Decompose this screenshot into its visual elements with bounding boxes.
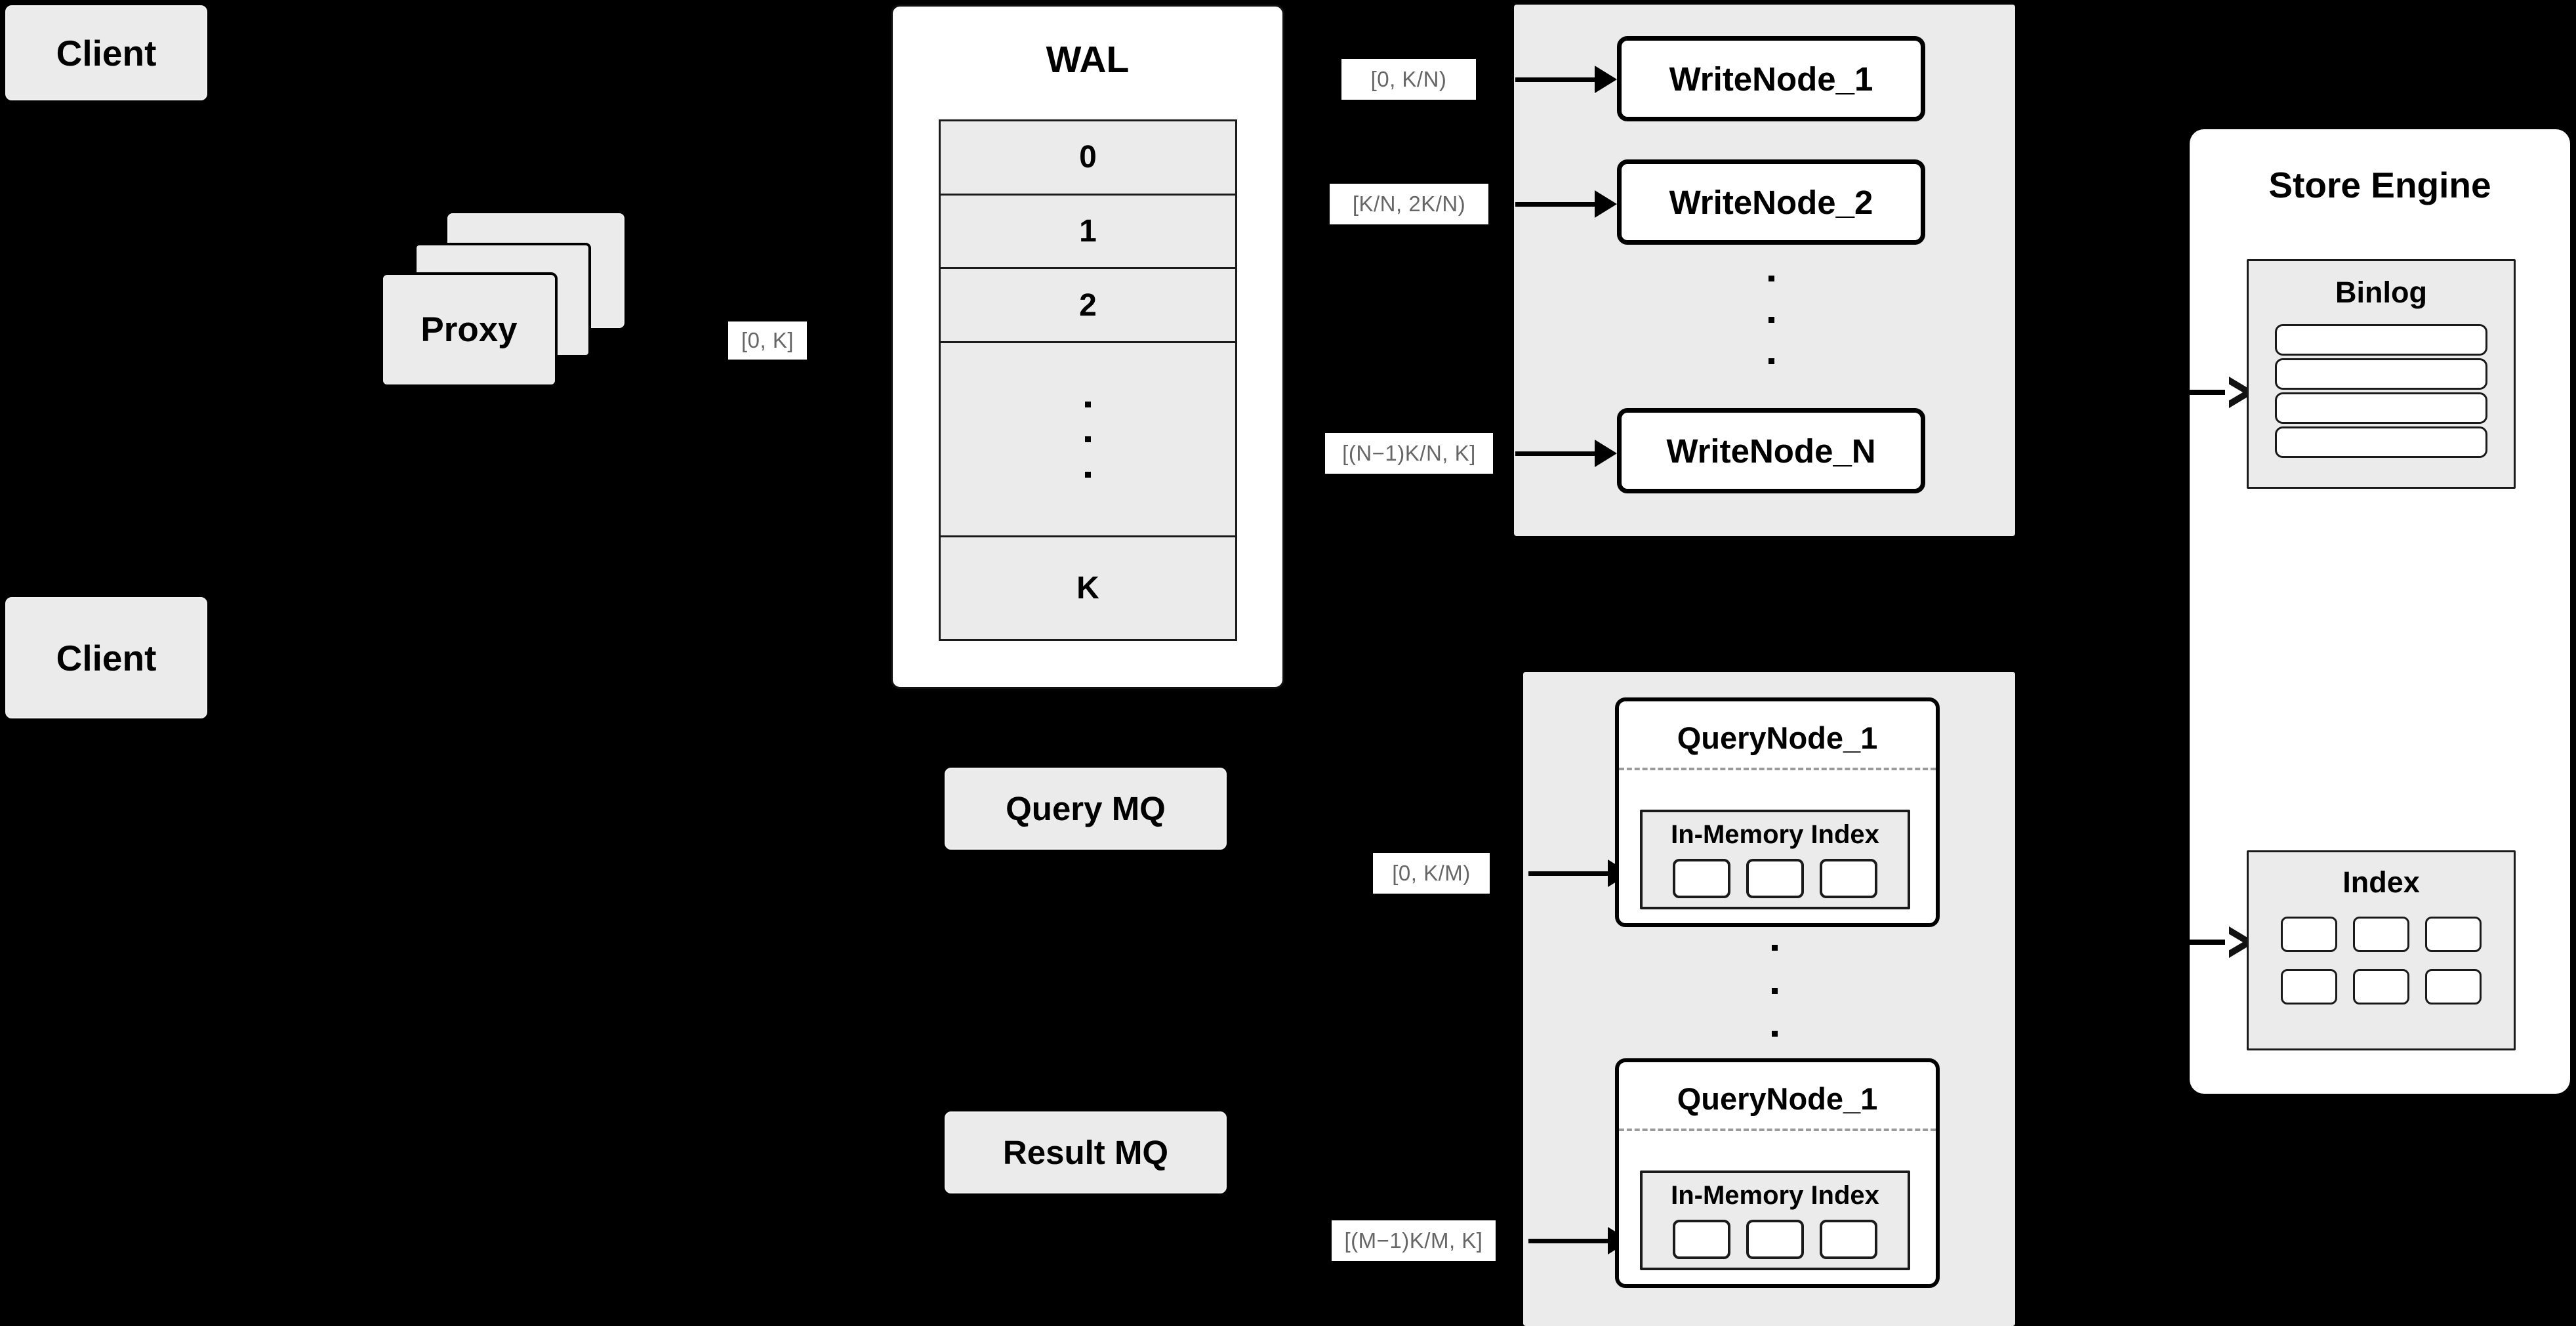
range-text: [(M−1)K/M, K]: [1344, 1228, 1483, 1253]
binlog-panel: Binlog: [2247, 259, 2516, 489]
index-entry: [2281, 917, 2337, 952]
index-title: Index: [2342, 865, 2420, 899]
write-node-1-range-label: [0, K/N): [1341, 59, 1476, 100]
wal-row: K: [941, 537, 1235, 639]
index-segment: [1673, 859, 1730, 898]
write-node-2[interactable]: WriteNode_2: [1617, 159, 1925, 245]
arrow-to-write-node-2: [1515, 190, 1617, 218]
range-text: [0, K]: [741, 328, 794, 352]
wal-row-value: 2: [1079, 287, 1097, 323]
index-entry: [2353, 969, 2409, 1005]
write-node-n-range-label: [(N−1)K/N, K]: [1325, 433, 1493, 474]
in-memory-index-1: In-Memory Index: [1640, 810, 1910, 909]
vertical-dots-icon: [1085, 401, 1091, 478]
wal-row: 1: [941, 196, 1235, 270]
write-node-label: WriteNode_1: [1669, 60, 1873, 98]
index-entry: [2281, 969, 2337, 1005]
wal-row: 2: [941, 269, 1235, 343]
arrow-to-index: [2178, 926, 2255, 958]
binlog-entry: [2275, 358, 2487, 390]
wal-title: WAL: [1046, 39, 1130, 81]
query-mq-box[interactable]: Query MQ: [945, 768, 1227, 850]
query-node-1-range-label: [0, K/M): [1373, 853, 1490, 894]
query-cluster-ellipsis-icon: [1771, 945, 1778, 1037]
binlog-entry: [2275, 392, 2487, 424]
query-node-2-range-label: [(M−1)K/M, K]: [1332, 1220, 1496, 1261]
proxy-box[interactable]: Proxy: [380, 272, 558, 387]
query-node-separator: [1619, 1129, 1936, 1131]
binlog-title: Binlog: [2335, 276, 2427, 309]
arrow-to-binlog: [2178, 377, 2255, 408]
write-node-label: WriteNode_2: [1669, 183, 1873, 221]
write-node-2-range-label: [K/N, 2K/N): [1330, 184, 1488, 224]
query-node-label: QueryNode_1: [1677, 720, 1878, 755]
client-box-2[interactable]: Client: [5, 597, 207, 718]
range-text: [(N−1)K/N, K]: [1342, 441, 1476, 465]
in-memory-index-label: In-Memory Index: [1671, 1181, 1879, 1210]
index-segment: [1820, 859, 1877, 898]
index-panel: Index: [2247, 850, 2516, 1050]
result-mq-label: Result MQ: [1002, 1134, 1169, 1171]
range-text: [K/N, 2K/N): [1352, 192, 1466, 216]
index-segment: [1746, 1220, 1804, 1259]
in-memory-index-2: In-Memory Index: [1640, 1171, 1910, 1270]
write-node-label: WriteNode_N: [1666, 432, 1876, 470]
index-entry: [2425, 969, 2482, 1005]
write-cluster-ellipsis-icon: [1768, 276, 1774, 364]
query-node-separator: [1619, 768, 1936, 770]
wal-row-ellipsis: [941, 343, 1235, 538]
wal-panel: WAL 0 1 2 K: [891, 5, 1284, 689]
range-text: [0, K/M): [1392, 861, 1471, 885]
binlog-entry: [2275, 426, 2487, 458]
wal-row-value: 0: [1079, 140, 1097, 175]
binlog-entry: [2275, 324, 2487, 356]
arrow-to-write-node-1: [1515, 66, 1617, 93]
index-segment: [1820, 1220, 1877, 1259]
range-text: [0, K/N): [1370, 67, 1447, 91]
arrow-to-write-node-n: [1515, 440, 1617, 467]
wal-row-value: 1: [1079, 213, 1097, 249]
store-engine-title: Store Engine: [2268, 165, 2491, 205]
client-label: Client: [56, 637, 157, 678]
write-node-1[interactable]: WriteNode_1: [1617, 36, 1925, 121]
index-entry: [2425, 917, 2482, 952]
proxy-label: Proxy: [420, 310, 518, 349]
index-segment: [1673, 1220, 1730, 1259]
client-box-1[interactable]: Client: [5, 5, 207, 100]
in-memory-index-label: In-Memory Index: [1671, 820, 1879, 849]
query-mq-label: Query MQ: [1006, 790, 1166, 827]
result-mq-box[interactable]: Result MQ: [945, 1111, 1227, 1193]
proxy-to-wal-connector: [630, 341, 660, 346]
query-node-label: QueryNode_1: [1677, 1081, 1878, 1116]
proxy-output-range-label: [0, K]: [728, 321, 807, 360]
query-node-2[interactable]: QueryNode_1 In-Memory Index: [1615, 1058, 1940, 1288]
proxy-stack[interactable]: Proxy: [380, 213, 669, 436]
write-node-n[interactable]: WriteNode_N: [1617, 408, 1925, 493]
client-label: Client: [56, 32, 157, 73]
index-entry: [2353, 917, 2409, 952]
wal-table: 0 1 2 K: [939, 119, 1237, 641]
index-segment: [1746, 859, 1804, 898]
wal-row-value: K: [1076, 571, 1099, 606]
query-node-1[interactable]: QueryNode_1 In-Memory Index: [1615, 697, 1940, 927]
wal-row: 0: [941, 121, 1235, 196]
